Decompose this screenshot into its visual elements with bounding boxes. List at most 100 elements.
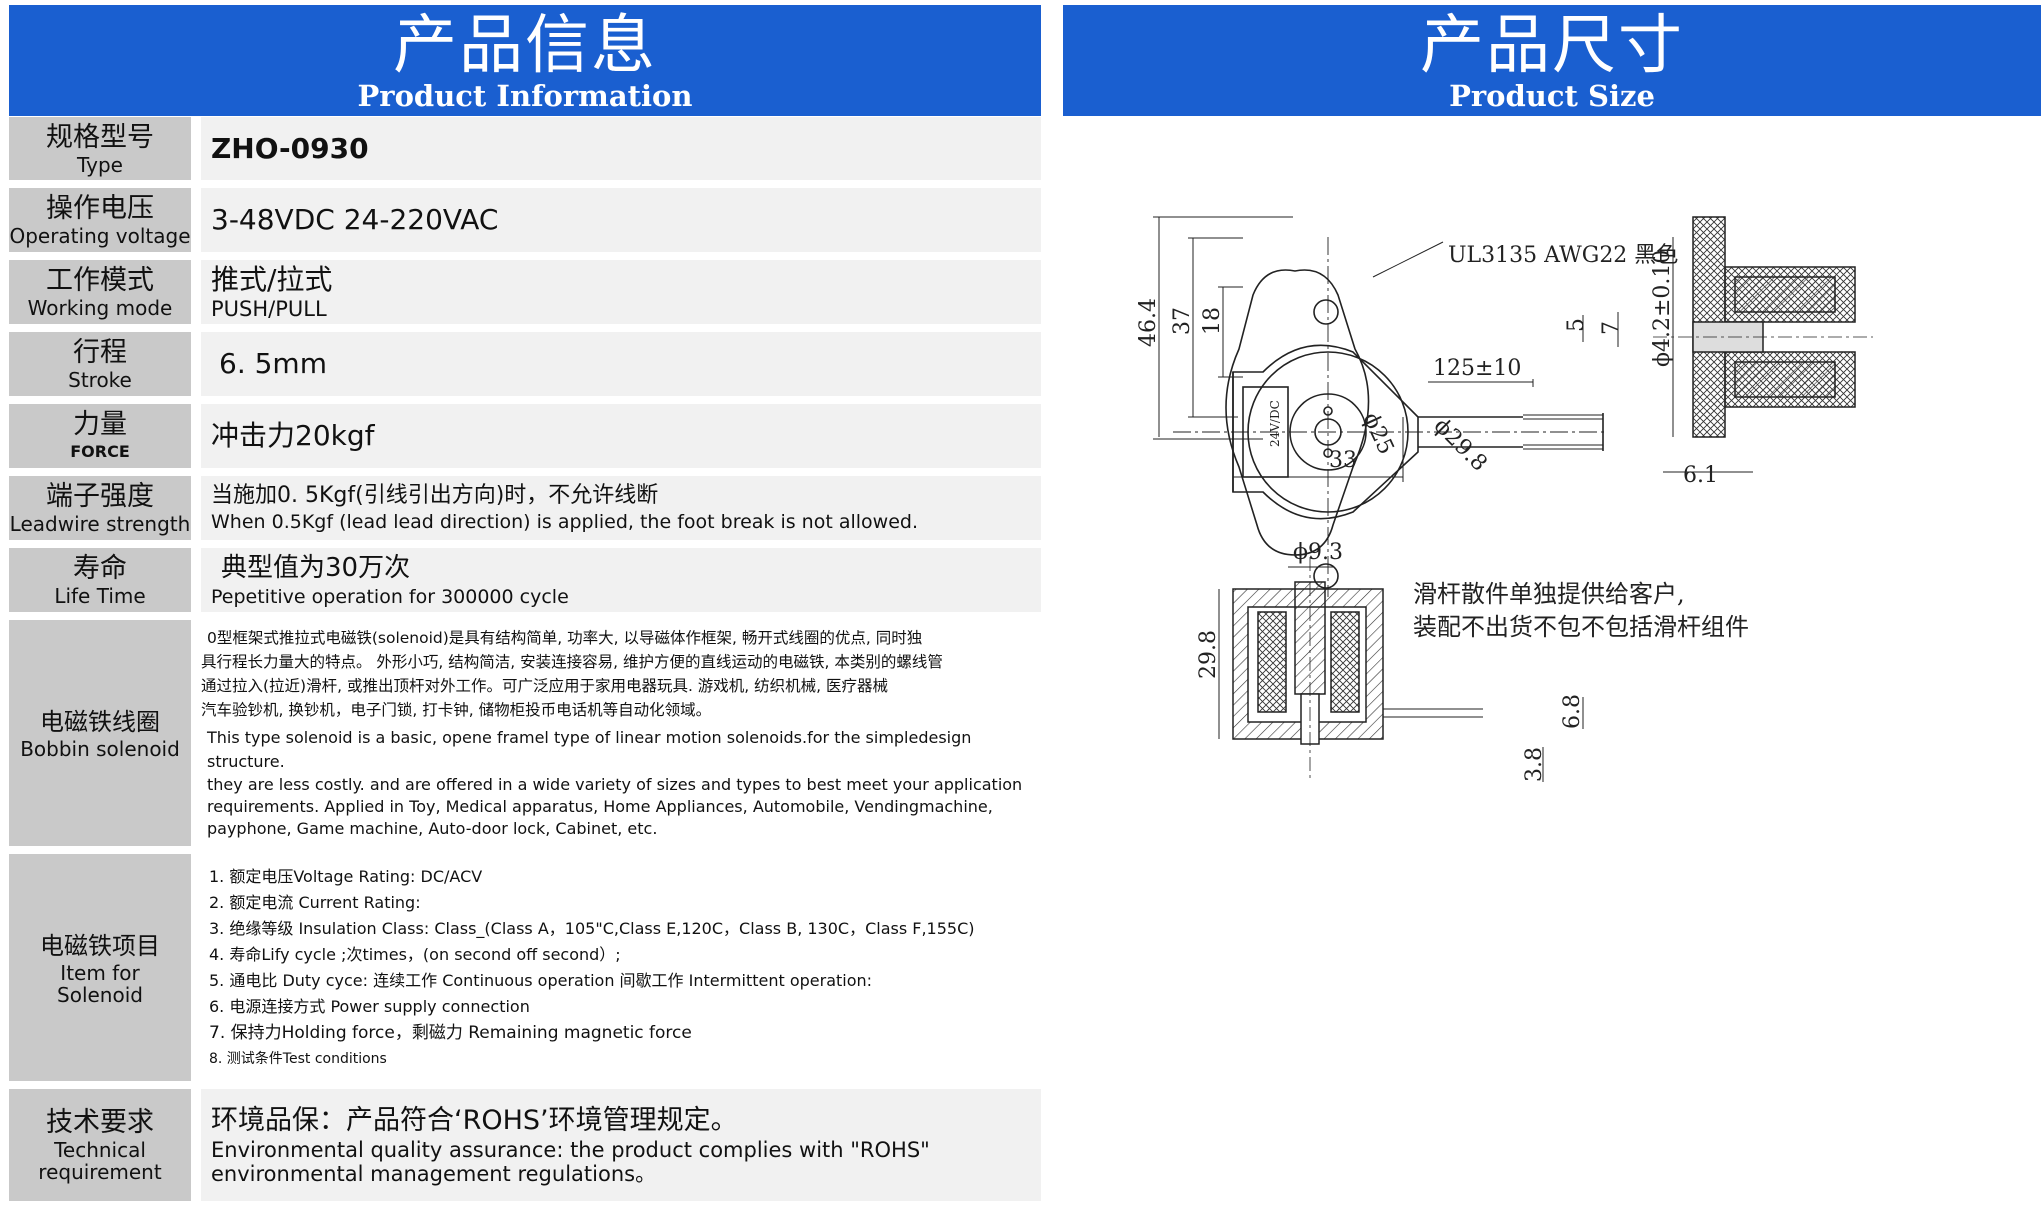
label-cn: 操作电压 bbox=[46, 193, 154, 224]
tech-value-en: environmental management regulations。 bbox=[211, 1162, 657, 1186]
section-dimension-labels: ϕ9.3 29.8 6.8 3.8 滑杆散件单独提供给客户, 装配不出货不包不包… bbox=[1196, 540, 1749, 782]
spec-label: 力量 FORCE bbox=[9, 404, 191, 468]
spec-row-tech: 技术要求 Technical requirement 环境品保：产品符合‘ROH… bbox=[9, 1089, 1041, 1201]
tech-value-en: Environmental quality assurance: the pro… bbox=[211, 1138, 930, 1162]
voltage-value: 3-48VDC 24-220VAC bbox=[211, 203, 499, 236]
label-en: Working mode bbox=[27, 296, 173, 320]
item-line: 3. 绝缘等级 Insulation Class: Class_(Class A… bbox=[209, 918, 975, 938]
life-value-cn: 典型值为30万次 bbox=[221, 553, 411, 583]
mode-value-en: PUSH/PULL bbox=[211, 297, 327, 321]
label-cn: 工作模式 bbox=[46, 265, 154, 296]
dim-37: 37 bbox=[1170, 307, 1195, 335]
item-line: 4. 寿命Lify cycle ;次times，(on second off s… bbox=[209, 944, 621, 964]
item-line: 8. 测试条件Test conditions bbox=[209, 1050, 387, 1067]
side-dimension-labels: ϕ4.2±0.10 6.1 bbox=[1650, 250, 1718, 488]
spec-value: 推式/拉式 PUSH/PULL bbox=[201, 260, 1041, 324]
label-cn: 电磁铁项目 bbox=[40, 931, 160, 960]
description-line: This type solenoid is a basic, opene fra… bbox=[207, 728, 972, 771]
drawing-svg: 46.4 37 18 33 ϕ25 ϕ29.8 125±10 5 7 UL313… bbox=[1136, 216, 1873, 782]
spec-label: 规格型号 Type bbox=[9, 117, 191, 180]
spec-row-force: 力量 FORCE 冲击力20kgf bbox=[9, 404, 1041, 468]
description-line: 具行程长力量大的特点。 外形小巧, 结构简洁, 安装连接容易, 维护方便的直线运… bbox=[201, 653, 943, 671]
dim-125: 125±10 bbox=[1433, 356, 1521, 381]
leadwire-value-cn: 当施加0. 5Kgf(引线引出方向)时，不允许线断 bbox=[211, 483, 659, 508]
spec-row-life: 寿命 Life Time 典型值为30万次 Pepetitive operati… bbox=[9, 548, 1041, 612]
dimension-drawing: 46.4 37 18 33 ϕ25 ϕ29.8 125±10 5 7 UL313… bbox=[1063, 117, 2041, 1210]
spec-label: 行程 Stroke bbox=[9, 332, 191, 396]
dim-46-4: 46.4 bbox=[1136, 298, 1161, 347]
force-value: 冲击力20kgf bbox=[211, 419, 375, 452]
spec-row-stroke: 行程 Stroke 6. 5mm bbox=[9, 332, 1041, 396]
items-list: 1. 额定电压Voltage Rating: DC/ACV 2. 额定电流 Cu… bbox=[201, 854, 1041, 1081]
item-line: 7. 保持力Holding force，剩磁力 Remaining magnet… bbox=[209, 1022, 692, 1043]
dim-7: 7 bbox=[1599, 321, 1624, 335]
spec-row-voltage: 操作电压 Operating voltage 3-48VDC 24-220VAC bbox=[9, 188, 1041, 252]
label-en: Solenoid bbox=[57, 982, 143, 1007]
label-en: Bobbin solenoid bbox=[20, 737, 180, 761]
description-line: 0型框架式推拉式电磁铁(solenoid)是具有结构简单, 功率大, 以导磁体作… bbox=[207, 629, 923, 647]
dim-5: 5 bbox=[1564, 318, 1589, 332]
dim-18: 18 bbox=[1200, 307, 1225, 335]
spec-row-leadwire: 端子强度 Leadwire strength 当施加0. 5Kgf(引线引出方向… bbox=[9, 476, 1041, 540]
label-en: Life Time bbox=[54, 584, 146, 608]
spec-value: ZHO-0930 bbox=[201, 117, 1041, 180]
item-line: 1. 额定电压Voltage Rating: DC/ACV bbox=[209, 866, 483, 886]
spec-label: 电磁铁线圈 Bobbin solenoid bbox=[9, 620, 191, 846]
item-line: 6. 电源连接方式 Power supply connection bbox=[209, 996, 530, 1016]
dim-3-8: 3.8 bbox=[1522, 747, 1547, 782]
label-en: Item for bbox=[60, 960, 140, 985]
dim-6-8: 6.8 bbox=[1560, 694, 1585, 729]
type-value: ZHO-0930 bbox=[211, 131, 369, 165]
description-line: 汽车验钞机, 换钞机，电子门锁, 打卡钟, 储物柜投币电话机等自动化领域。 bbox=[201, 701, 712, 719]
plunger-note-2: 装配不出货不包不包括滑杆组件 bbox=[1413, 613, 1749, 641]
tech-value-cn: 环境品保：产品符合‘ROHS’环境管理规定。 bbox=[211, 1105, 738, 1136]
label-en: Operating voltage bbox=[9, 224, 191, 248]
banner-title-en: Product Size bbox=[1449, 79, 1655, 113]
spec-row-type: 规格型号 Type ZHO-0930 bbox=[9, 117, 1041, 180]
label-en: Stroke bbox=[68, 368, 132, 392]
spec-value: 冲击力20kgf bbox=[201, 404, 1041, 468]
section-dimensions bbox=[1218, 566, 1584, 782]
label-cn: 寿命 bbox=[73, 553, 127, 584]
description-line: they are less costly. and are offered in… bbox=[207, 775, 1023, 794]
side-dimensions bbox=[1663, 237, 1753, 473]
spec-value: 6. 5mm bbox=[201, 332, 1041, 396]
dim-33: 33 bbox=[1329, 448, 1357, 473]
spec-value: 环境品保：产品符合‘ROHS’环境管理规定。 Environmental qua… bbox=[201, 1089, 1041, 1201]
leadwire-value-en: When 0.5Kgf (lead lead direction) is app… bbox=[211, 511, 918, 533]
dim-phi29-8: ϕ29.8 bbox=[1429, 414, 1492, 477]
spec-value: 当施加0. 5Kgf(引线引出方向)时，不允许线断 When 0.5Kgf (l… bbox=[201, 476, 1041, 540]
label-cn: 行程 bbox=[73, 337, 127, 368]
product-size-banner: 产品尺寸 Product Size bbox=[1063, 5, 2041, 116]
coil-voltage-label: 24V/DC bbox=[1268, 400, 1282, 447]
label-en: FORCE bbox=[70, 442, 130, 461]
front-dimensions bbox=[1153, 216, 1619, 492]
side-view bbox=[1653, 216, 1873, 438]
dim-phi9-3: ϕ9.3 bbox=[1293, 540, 1343, 565]
description-line: requirements. Applied in Toy, Medical ap… bbox=[207, 797, 993, 816]
spec-label: 技术要求 Technical requirement bbox=[9, 1089, 191, 1201]
bobbin-description: 0型框架式推拉式电磁铁(solenoid)是具有结构简单, 功率大, 以导磁体作… bbox=[201, 620, 1041, 846]
spec-label: 工作模式 Working mode bbox=[9, 260, 191, 324]
spec-value: 典型值为30万次 Pepetitive operation for 300000… bbox=[201, 548, 1041, 612]
spec-label: 操作电压 Operating voltage bbox=[9, 188, 191, 252]
mode-value-cn: 推式/拉式 bbox=[211, 263, 333, 296]
spec-label: 端子强度 Leadwire strength bbox=[9, 476, 191, 540]
section-view bbox=[1232, 557, 1483, 782]
dim-29-8: 29.8 bbox=[1196, 630, 1221, 679]
front-view bbox=[1173, 237, 1608, 597]
label-cn: 力量 bbox=[73, 409, 127, 440]
spec-label: 电磁铁项目 Item for Solenoid bbox=[9, 854, 191, 1081]
item-line: 5. 通电比 Duty cyce: 连续工作 Continuous operat… bbox=[209, 970, 873, 990]
item-line: 2. 额定电流 Current Rating: bbox=[209, 892, 421, 912]
label-cn: 规格型号 bbox=[46, 121, 154, 153]
spec-row-bobbin: 电磁铁线圈 Bobbin solenoid 0型框架式推拉式电磁铁(soleno… bbox=[9, 620, 1041, 846]
wire-spec-label: UL3135 AWG22 黑色 bbox=[1448, 243, 1678, 268]
stroke-value: 6. 5mm bbox=[219, 347, 327, 380]
label-cn: 电磁铁线圈 bbox=[40, 708, 160, 736]
spec-row-items: 电磁铁项目 Item for Solenoid 1. 额定电压Voltage R… bbox=[9, 854, 1041, 1081]
label-en: Technical bbox=[54, 1138, 146, 1162]
label-en: Type bbox=[77, 152, 123, 177]
label-cn: 端子强度 bbox=[46, 481, 154, 512]
spec-row-mode: 工作模式 Working mode 推式/拉式 PUSH/PULL bbox=[9, 260, 1041, 324]
